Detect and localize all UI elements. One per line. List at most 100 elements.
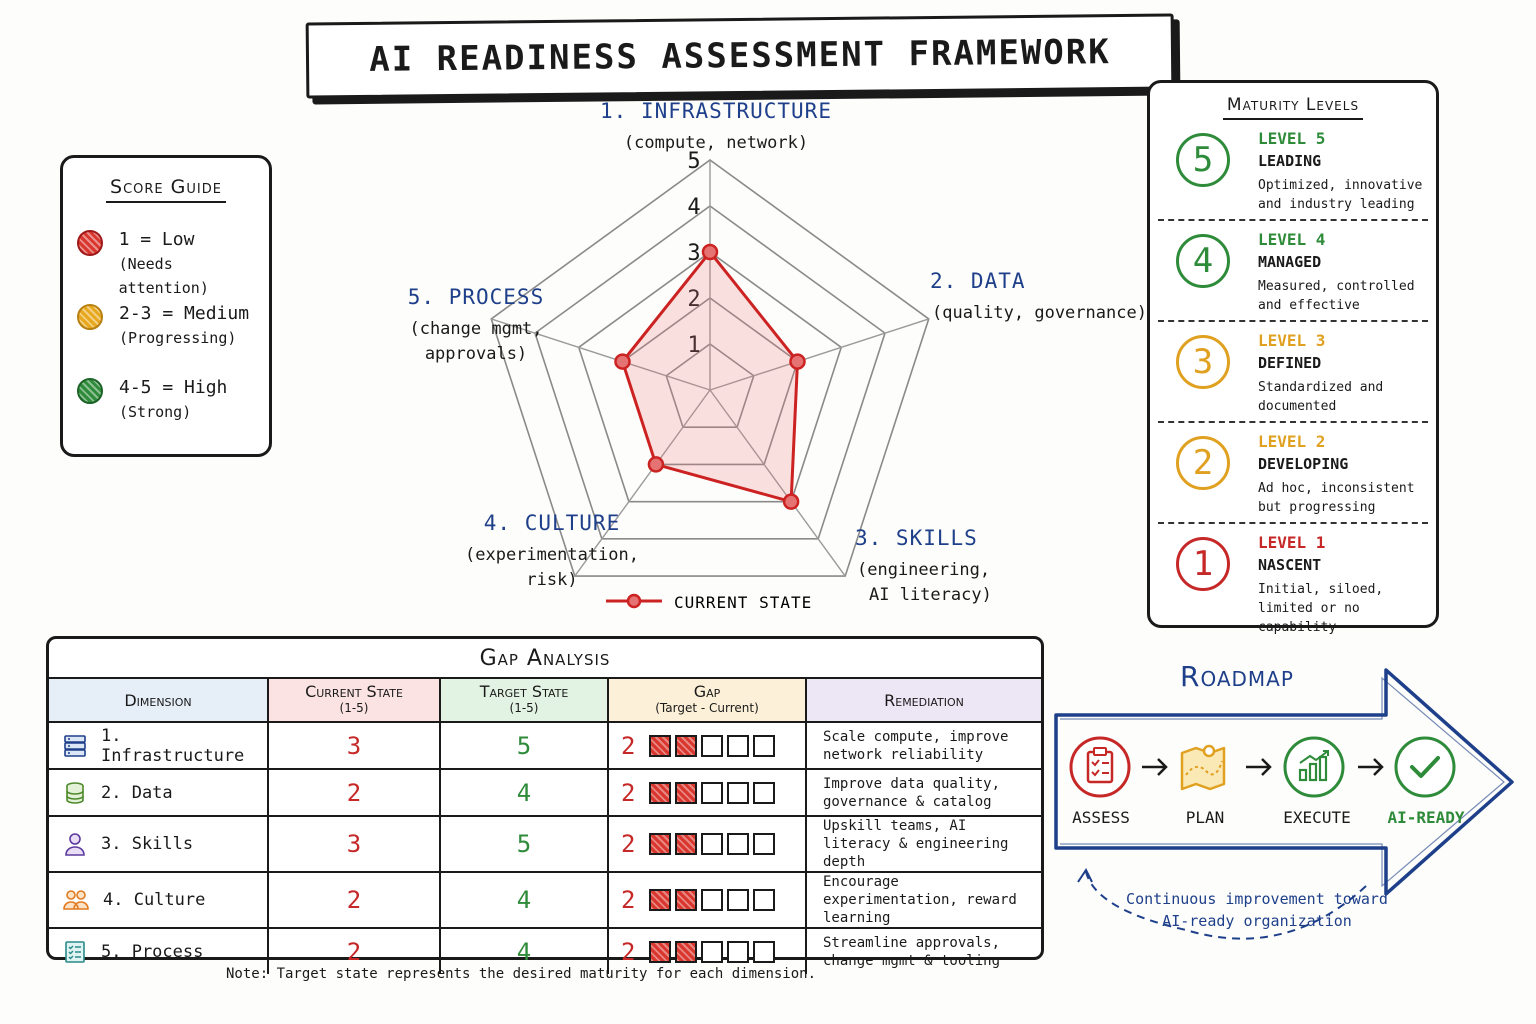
level-number-circle: 1 [1176, 537, 1230, 591]
level-name: MANAGED [1258, 253, 1322, 271]
level-number-circle: 3 [1176, 335, 1230, 389]
checklist-icon [63, 940, 101, 964]
radar-axes [491, 160, 929, 577]
radar-axis-name: 5. PROCESS [408, 285, 544, 309]
roadmap-title: Roadmap [1180, 660, 1294, 693]
level-number-circle: 4 [1176, 234, 1230, 288]
radar-spoke [574, 389, 711, 577]
group-icon [63, 888, 103, 912]
loop-arrow [1085, 871, 1367, 940]
header-gap: Gap (Target - Current) [607, 677, 807, 723]
level-number-circle: 2 [1176, 436, 1230, 490]
title-banner: AI READINESS ASSESSMENT FRAMEWORK [305, 13, 1175, 99]
level-label: LEVEL 2 [1258, 432, 1326, 451]
gap-square [649, 940, 671, 963]
radar-axis-name: 3. SKILLS [855, 526, 978, 550]
radar-spoke [491, 318, 711, 391]
radar-axis-sub: (engineering,AI literacy) [857, 560, 992, 605]
gap-analysis-table: Dimension Current State (1-5) Target Sta… [49, 677, 1041, 974]
score-guide-label: 2-3 = Medium [119, 303, 250, 324]
arrow-right-icon [1142, 758, 1168, 776]
person-icon [63, 832, 101, 856]
radar-ring-1 [665, 343, 755, 429]
gap-analysis-title: Gap Analysis [479, 646, 611, 671]
gap-square [675, 734, 697, 757]
roadmap-step-ai-ready: AI-READY [1387, 808, 1465, 827]
roadmap-arrow-shape [1054, 668, 1514, 896]
cell-current-state: 2 [267, 768, 441, 817]
cell-remediation: Encourage experimentation, reward learni… [805, 871, 1041, 929]
gap-analysis-panel: Gap Analysis Dimension Current State (1-… [46, 636, 1044, 974]
gap-square [727, 833, 749, 855]
radar-series [614, 243, 806, 510]
radar-tick-3: 3 [687, 241, 700, 266]
gap-square [675, 781, 697, 804]
cell-current-state: 3 [267, 815, 441, 873]
cell-target-state: 4 [439, 871, 609, 929]
radar-tick-4: 4 [687, 195, 700, 220]
radar-ring-5 [490, 159, 930, 577]
radar-axis-sub: (change mgmt,approvals) [409, 319, 542, 364]
legend-label: CURRENT STATE [674, 593, 812, 612]
radar-ring-2 [621, 297, 799, 466]
amber-dot-icon [77, 304, 103, 330]
cell-current-state: 2 [267, 871, 441, 929]
level-name: DEVELOPING [1258, 455, 1349, 473]
radar-spoke [709, 318, 929, 391]
server-icon [63, 734, 101, 758]
level-divider [1158, 522, 1428, 524]
cell-remediation: Upskill teams, AI literacy & engineering… [805, 815, 1041, 873]
radar-point [789, 353, 806, 370]
level-description: Ad hoc, inconsistent but progressing [1258, 481, 1415, 515]
map-icon [1180, 744, 1226, 791]
cell-gap: 2 [607, 815, 807, 873]
radar-tick-2: 2 [687, 287, 700, 312]
cell-current-state: 3 [267, 721, 441, 770]
cell-target-state: 4 [439, 927, 609, 974]
gap-square [753, 889, 775, 911]
maturity-level-3: 3 LEVEL 3 DEFINED Standardized and document… [1158, 323, 1428, 423]
radar-series-area [621, 250, 799, 504]
cell-remediation: Streamline approvals, change mgmt & tool… [805, 927, 1041, 974]
level-label: LEVEL 4 [1258, 230, 1326, 249]
checkmark-icon [1394, 736, 1456, 798]
level-divider [1158, 320, 1428, 322]
roadmap-step-assess: ASSESS [1072, 808, 1130, 827]
cell-current-state: 2 [267, 927, 441, 974]
continuous-improvement-text: Continuous improvement toward AI-ready o… [1126, 890, 1388, 930]
gap-square [753, 781, 775, 804]
gap-square [701, 781, 723, 804]
radar-axis-name: 4. CULTURE [484, 511, 620, 535]
score-guide-panel: Score Guide 1 = Low (Needs attention) 2-… [60, 155, 272, 457]
gap-square [727, 734, 749, 757]
arrow-right-icon [1246, 758, 1272, 776]
level-description: Standardized and documented [1258, 380, 1384, 414]
level-divider [1158, 421, 1428, 423]
gap-analysis-note: Note: Target state represents the desire… [226, 966, 817, 982]
gap-square [753, 734, 775, 757]
cell-remediation: Improve data quality, governance & catal… [805, 768, 1041, 817]
roadmap-step-execute: EXECUTE [1283, 808, 1351, 827]
header-dimension: Dimension [49, 677, 269, 723]
radar-legend: CURRENT STATE [606, 593, 812, 612]
radar-axis-labels: 1. INFRASTRUCTURE(compute, network)2. DA… [408, 99, 1147, 605]
score-guide-item-low: 1 = Low (Needs attention) [77, 228, 269, 300]
score-guide-label: 1 = Low [118, 229, 195, 250]
header-current-state: Current State (1-5) [267, 677, 441, 723]
radar-point [701, 243, 719, 261]
score-guide-sublabel: (Needs attention) [118, 255, 209, 297]
level-name: DEFINED [1258, 354, 1322, 372]
score-guide-sublabel: (Progressing) [119, 329, 237, 347]
radar-tick-5: 5 [687, 149, 700, 174]
radar-chart: 12345 1. INFRASTRUCTURE(compute, network… [408, 99, 1147, 612]
level-label: LEVEL 3 [1258, 331, 1326, 350]
loop-arrow-head [1077, 868, 1093, 883]
gap-square [675, 889, 697, 911]
